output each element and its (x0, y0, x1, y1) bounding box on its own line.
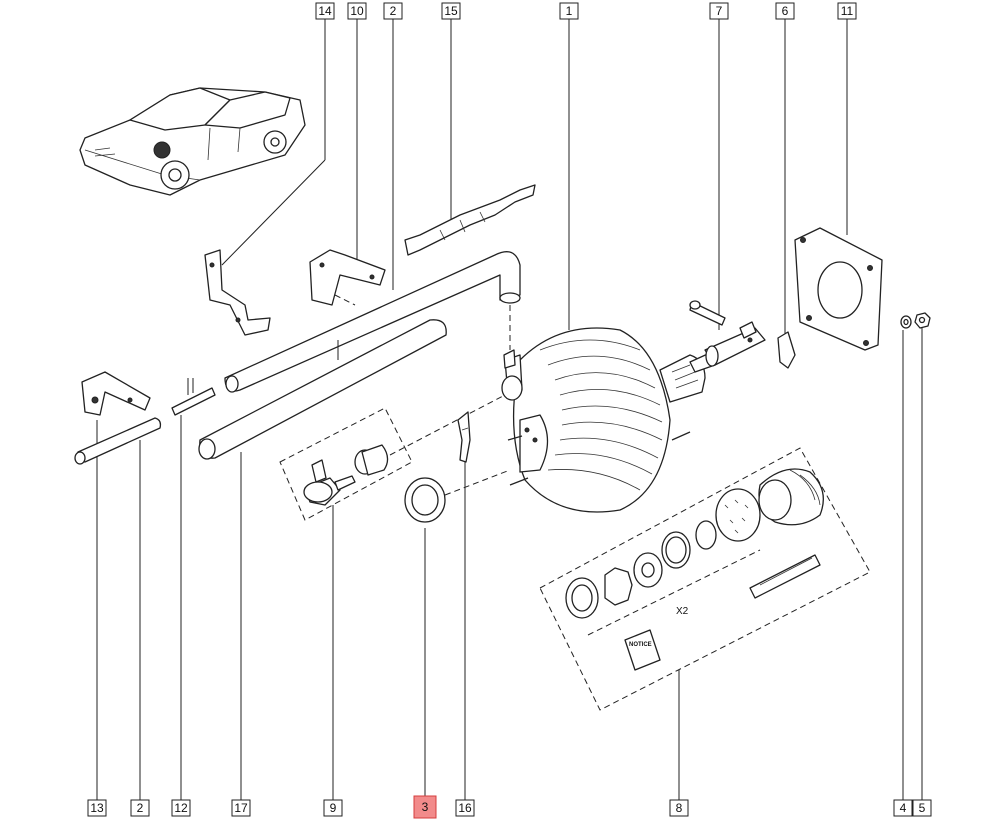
brake-booster-1 (501, 327, 716, 513)
washer-4 (900, 315, 912, 329)
nut-5 (914, 312, 931, 329)
car-illustration (79, 87, 306, 196)
svg-text:2: 2 (390, 4, 397, 18)
callout-16[interactable]: 16 (455, 799, 475, 817)
svg-text:9: 9 (330, 801, 337, 815)
clip-16 (457, 411, 471, 463)
vacuum-hose-2 (224, 251, 521, 393)
svg-text:10: 10 (350, 4, 364, 18)
kit-multiplier-label: X2 (676, 606, 689, 617)
callout-17[interactable]: 17 (231, 799, 251, 817)
push-rod-yoke (704, 321, 766, 367)
svg-text:14: 14 (318, 4, 332, 18)
callout-13[interactable]: 13 (87, 799, 107, 817)
svg-text:13: 13 (90, 801, 104, 815)
gasket-plate-11 (794, 227, 883, 351)
svg-text:16: 16 (458, 801, 472, 815)
callout-5[interactable]: 5 (912, 799, 932, 817)
bracket-14 (204, 249, 271, 336)
cable-15 (404, 184, 536, 256)
svg-text:15: 15 (444, 4, 458, 18)
leader-lines (96, 19, 923, 800)
svg-text:1: 1 (566, 4, 573, 18)
svg-text:8: 8 (676, 801, 683, 815)
svg-text:2: 2 (137, 801, 144, 815)
hose-17 (198, 319, 447, 460)
bracket-10 (309, 249, 386, 306)
svg-text:6: 6 (782, 4, 789, 18)
repair-kit-8: NOTICE X2 (539, 447, 871, 711)
callout-6[interactable]: 6 (775, 2, 795, 20)
callout-3-highlighted[interactable]: 3 (413, 795, 437, 819)
clevis-pin-7 (689, 300, 726, 326)
callouts-bottom: 13 2 12 17 9 3 16 8 (87, 795, 932, 819)
svg-text:12: 12 (174, 801, 188, 815)
seal-ring-3 (404, 469, 511, 523)
callout-12[interactable]: 12 (171, 799, 191, 817)
connector-kit-9 (279, 394, 506, 521)
bracket-13 (81, 371, 151, 416)
callout-10[interactable]: 10 (347, 2, 367, 20)
small-hose-2 (74, 417, 162, 465)
leaflet-notice-text: NOTICE (629, 642, 652, 648)
callouts-top: 14 10 2 15 1 7 6 11 (315, 2, 857, 20)
callout-15[interactable]: 15 (441, 2, 461, 20)
svg-text:11: 11 (841, 4, 854, 18)
callout-2-bottom[interactable]: 2 (130, 799, 150, 817)
svg-text:5: 5 (919, 801, 926, 815)
svg-text:17: 17 (234, 801, 248, 815)
callout-4[interactable]: 4 (893, 799, 913, 817)
callout-2-top[interactable]: 2 (383, 2, 403, 20)
svg-text:3: 3 (422, 800, 429, 814)
svg-text:4: 4 (900, 801, 907, 815)
small-pipe-12 (171, 378, 216, 416)
clip-6 (777, 331, 796, 369)
callout-11[interactable]: 11 (837, 2, 857, 20)
callout-8[interactable]: 8 (669, 799, 689, 817)
callout-7[interactable]: 7 (709, 2, 729, 20)
callout-9[interactable]: 9 (323, 799, 343, 817)
svg-text:7: 7 (716, 4, 723, 18)
callout-1[interactable]: 1 (559, 2, 579, 20)
callout-14[interactable]: 14 (315, 2, 335, 20)
